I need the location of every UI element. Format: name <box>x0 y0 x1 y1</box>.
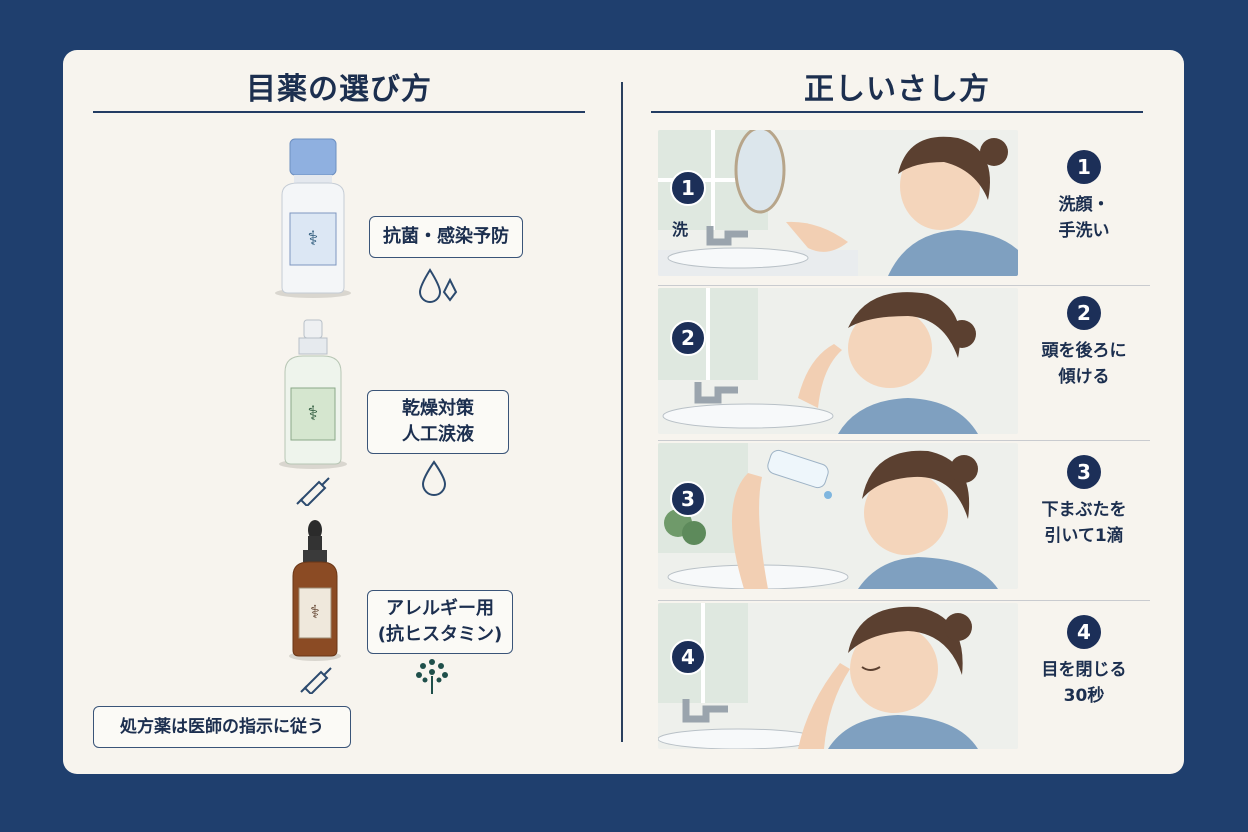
step-2-illustration <box>658 288 1018 434</box>
column-divider <box>621 82 623 742</box>
right-title: 正しいさし方 <box>804 72 990 107</box>
svg-text:⚕: ⚕ <box>310 602 320 623</box>
step-1-text: 洗顔・ 手洗い <box>1058 195 1110 241</box>
svg-text:⚕: ⚕ <box>308 226 319 250</box>
blue-cap-bottle: ⚕ <box>275 138 351 298</box>
dropper-icon <box>300 667 332 694</box>
water-drops-icon <box>418 268 458 303</box>
pollen-icon <box>416 659 448 694</box>
step-1-image-badge: 1 <box>670 170 706 206</box>
spray-bottle: ⚕ <box>279 319 347 469</box>
dropper-icon <box>296 477 330 506</box>
step-1: 1 洗 1 洗顔・ 手洗い <box>658 130 1150 276</box>
step-3: 3 3 下まぶたを 引いて1滴 <box>658 443 1150 589</box>
antibacterial-label: 抗菌・感染予防 <box>369 216 523 258</box>
step-2-text: 頭を後ろに 傾ける <box>1041 341 1127 387</box>
step-3-text: 下まぶたを 引いて1滴 <box>1041 500 1127 546</box>
step-separator <box>658 285 1150 286</box>
step-4-text: 目を閉じる 30秒 <box>1041 660 1127 706</box>
step-4-number: 4 <box>1067 615 1101 649</box>
left-title-rule <box>93 111 585 113</box>
main-card: 目薬の選び方 ⚕ 抗菌・感染予防 ⚕ 乾燥対策人工涙液 <box>63 50 1184 774</box>
allergy-label: アレルギー用(抗ヒスタミン) <box>367 590 513 654</box>
dropper-bottle: ⚕ <box>289 520 341 661</box>
water-drop-icon <box>421 460 447 496</box>
left-title: 目薬の選び方 <box>246 72 432 107</box>
right-title-rule <box>651 111 1143 113</box>
step-4-image-badge: 4 <box>670 639 706 675</box>
step-4-illustration <box>658 603 1018 749</box>
step-3-image-badge: 3 <box>670 481 706 517</box>
step-separator <box>658 440 1150 441</box>
step-2-image-badge: 2 <box>670 320 706 356</box>
step-separator <box>658 600 1150 601</box>
step-3-number: 3 <box>1067 455 1101 489</box>
step-1-illustration <box>658 130 1018 276</box>
step-4: 4 4 目を閉じる 30秒 <box>658 603 1150 749</box>
step-2-number: 2 <box>1067 296 1101 330</box>
step-1-number: 1 <box>1067 150 1101 184</box>
step-2: 2 2 頭を後ろに 傾ける <box>658 288 1150 434</box>
prescription-note: 処方薬は医師の指示に従う <box>93 706 351 748</box>
dry-eye-label: 乾燥対策人工涙液 <box>367 390 509 454</box>
wash-caption: 洗 <box>672 220 689 239</box>
svg-text:⚕: ⚕ <box>308 401 319 425</box>
step-3-illustration <box>658 443 1018 589</box>
